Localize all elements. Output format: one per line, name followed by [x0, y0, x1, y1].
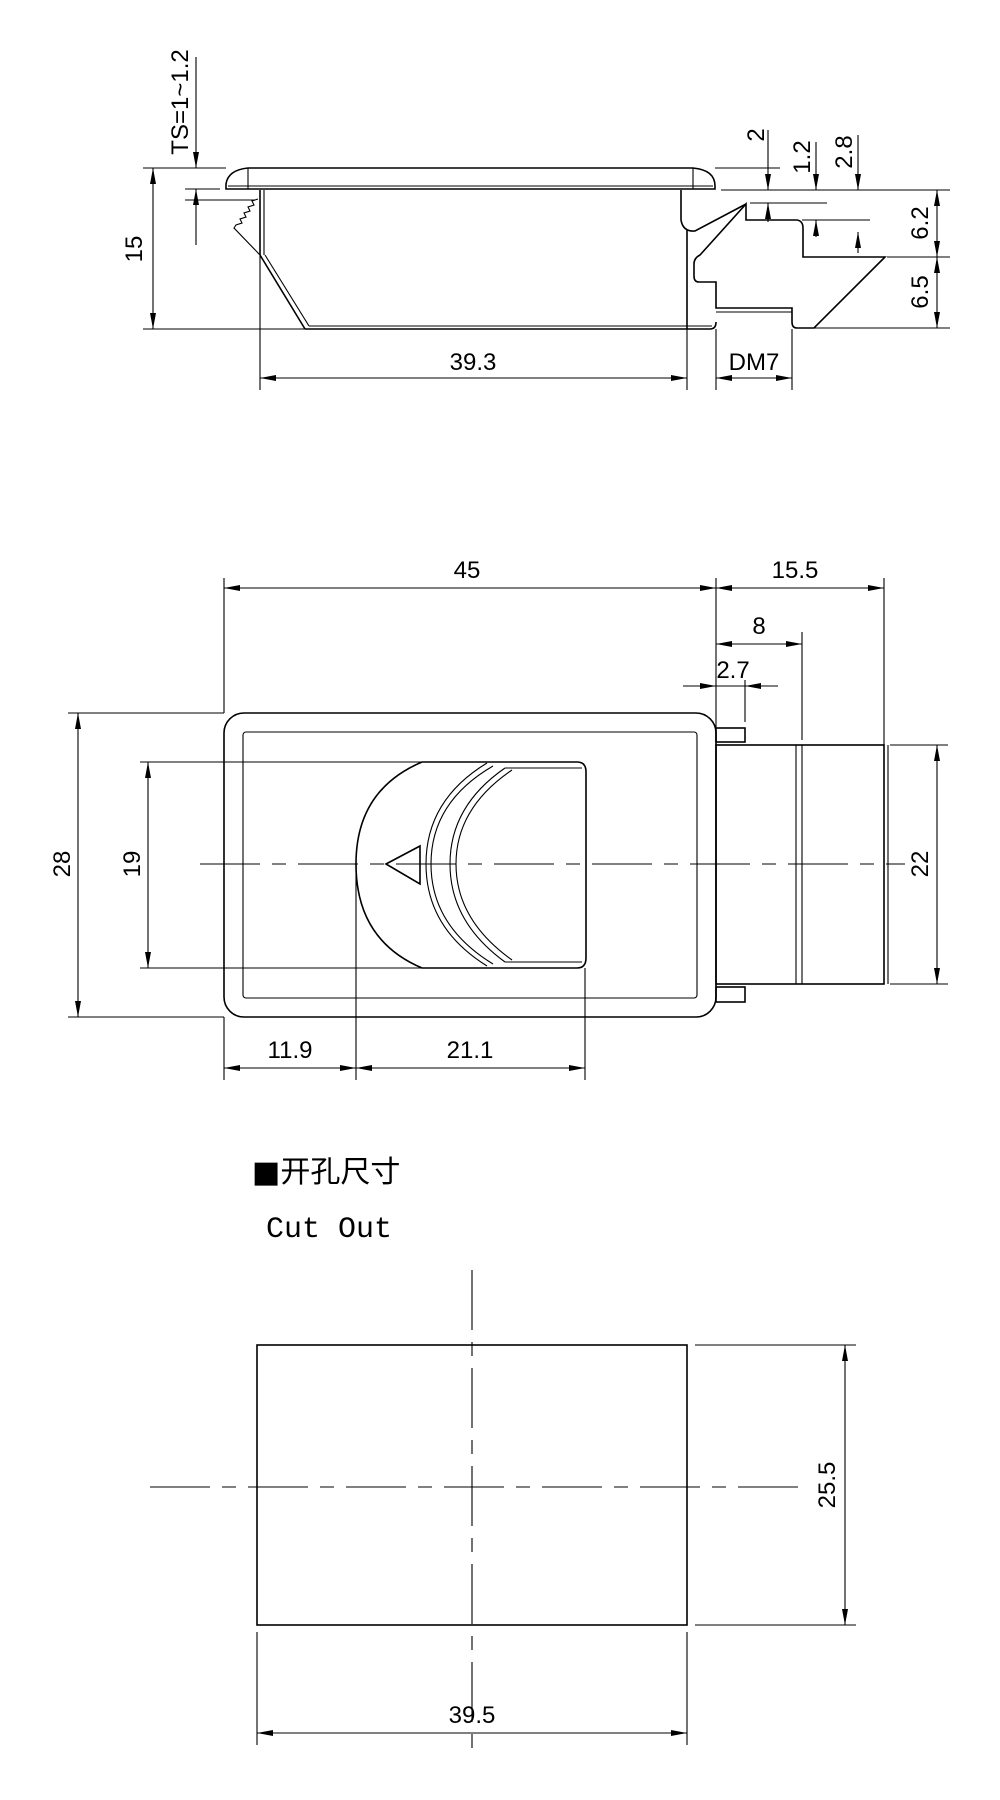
side-view: 15 TS=1~1.2 39.3 DM7 2 1.2 2.8 6.2 6.5	[121, 49, 950, 390]
dim-label-ts: TS=1~1.2	[167, 49, 194, 154]
dim-label-39-5: 39.5	[449, 1702, 496, 1729]
body-slope-inner	[264, 254, 310, 327]
dim-label-2-7: 2.7	[716, 657, 749, 684]
serrated-clip	[233, 198, 261, 256]
dim-label-45: 45	[454, 557, 481, 584]
bezel-plate	[225, 167, 716, 190]
dim-label-39-3: 39.3	[450, 349, 497, 376]
dim-label-6-5: 6.5	[907, 275, 934, 308]
dim-label-28: 28	[49, 851, 76, 878]
body-inner	[242, 731, 698, 999]
cutout-title-cn: ■开孔尺寸	[252, 1155, 400, 1190]
tab-bottom	[715, 986, 746, 1003]
dim-label-15: 15	[121, 236, 148, 263]
dim-label-11-9: 11.9	[268, 1037, 313, 1064]
cutout-title-en: Cut Out	[266, 1213, 392, 1247]
dim-label-21-1: 21.1	[447, 1037, 494, 1064]
handle-arc	[449, 767, 506, 963]
body-bottom	[305, 321, 717, 330]
dim-label-8: 8	[752, 613, 765, 640]
arrow-triangle-icon	[384, 844, 421, 886]
dim-label-15-5: 15.5	[772, 557, 819, 584]
dim-label-2-8: 2.8	[831, 135, 858, 168]
hook	[680, 190, 747, 232]
dim-label-6-2: 6.2	[907, 206, 934, 239]
dim-label-1-2: 1.2	[789, 140, 816, 173]
top-view: 45 15.5 8 2.7 28 19 22 11.9 21.1	[49, 557, 948, 1080]
cutout-view: ■开孔尺寸 Cut Out 25.5 39.5	[150, 1155, 856, 1760]
handle-outline	[355, 761, 587, 969]
latch-bolt	[693, 201, 887, 329]
dim-label-2: 2	[743, 128, 770, 141]
tab-top	[715, 727, 746, 743]
body-outline	[223, 712, 717, 1018]
body-slope	[259, 254, 306, 330]
dim-label-22: 22	[907, 851, 934, 878]
handle-arc	[455, 769, 513, 961]
dim-label-19: 19	[119, 851, 146, 878]
dim-label-25-5: 25.5	[814, 1462, 841, 1509]
dim-label-dm7: DM7	[729, 349, 780, 376]
